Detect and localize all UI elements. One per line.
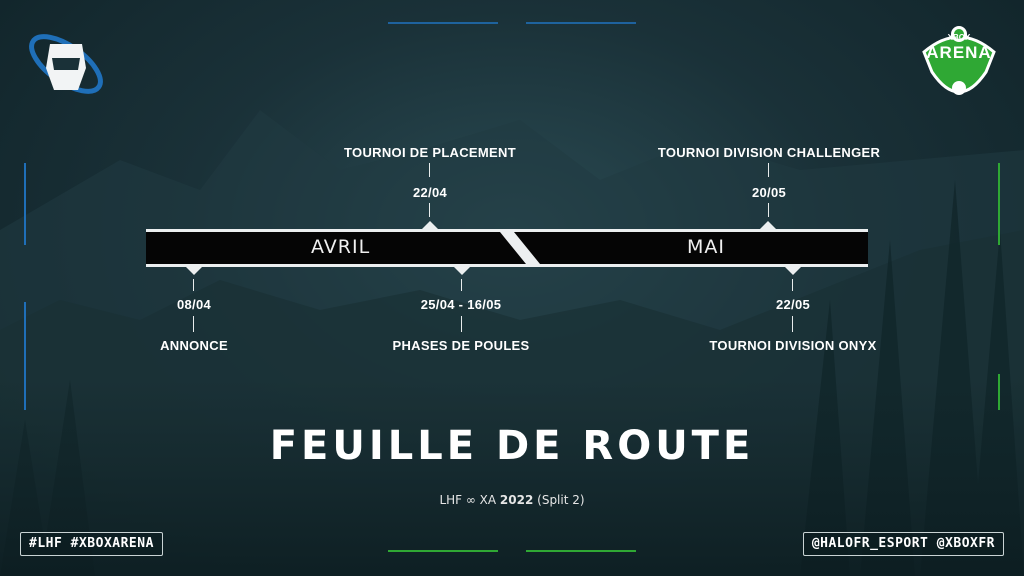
left-frame-top [24, 163, 26, 245]
helmet-logo-icon [29, 34, 103, 94]
bottom-frame-left [388, 550, 498, 552]
logo-text-xbox: XBOX [947, 33, 971, 42]
marker-bottom-25-04 [452, 265, 472, 275]
page-subtitle: LHF ∞ XA 2022 (Split 2) [439, 493, 585, 507]
top-frame-right [526, 22, 636, 24]
top-frame-left [388, 22, 498, 24]
event-date-placement: 22/04 [412, 185, 448, 200]
month-mai: MAI [687, 236, 725, 258]
event-tick [193, 316, 194, 332]
event-tick [792, 279, 793, 291]
event-date-onyx: 22/05 [775, 297, 811, 312]
social-handles-badge: @HALOFR_ESPORT @XBOXFR [802, 532, 1004, 556]
event-date-annonce: 08/04 [176, 297, 212, 312]
event-date-poules: 25/04 - 16/05 [420, 297, 502, 312]
right-frame-bottom [998, 374, 1000, 410]
xbox-arena-logo-icon [922, 26, 996, 95]
event-tick [429, 203, 430, 217]
marker-top-20-05 [758, 221, 778, 231]
timeline-bar [146, 229, 868, 267]
event-title-challenger: TOURNOI DIVISION CHALLENGER [657, 145, 881, 160]
event-title-onyx: TOURNOI DIVISION ONYX [709, 338, 877, 353]
right-frame-top [998, 163, 1000, 245]
event-tick [768, 203, 769, 217]
event-date-challenger: 20/05 [751, 185, 787, 200]
marker-bottom-22-05 [783, 265, 803, 275]
month-avril: AVRIL [311, 236, 371, 258]
bottom-frame-right [526, 550, 636, 552]
left-frame-bottom [24, 302, 26, 410]
event-title-placement: TOURNOI DE PLACEMENT [344, 145, 516, 160]
event-tick [461, 316, 462, 332]
event-title-poules: PHASES DE POULES [392, 338, 530, 353]
logo-text-arena: ARENA [926, 43, 992, 62]
hashtags-badge: #LHF #XBOXARENA [20, 532, 163, 556]
event-tick [461, 279, 462, 291]
event-tick [792, 316, 793, 332]
marker-bottom-08-04 [184, 265, 204, 275]
page-title: FEUILLE DE ROUTE [269, 423, 755, 469]
marker-top-22-04 [420, 221, 440, 231]
event-title-annonce: ANNONCE [160, 338, 228, 353]
event-tick [429, 163, 430, 177]
event-tick [768, 163, 769, 177]
event-tick [193, 279, 194, 291]
